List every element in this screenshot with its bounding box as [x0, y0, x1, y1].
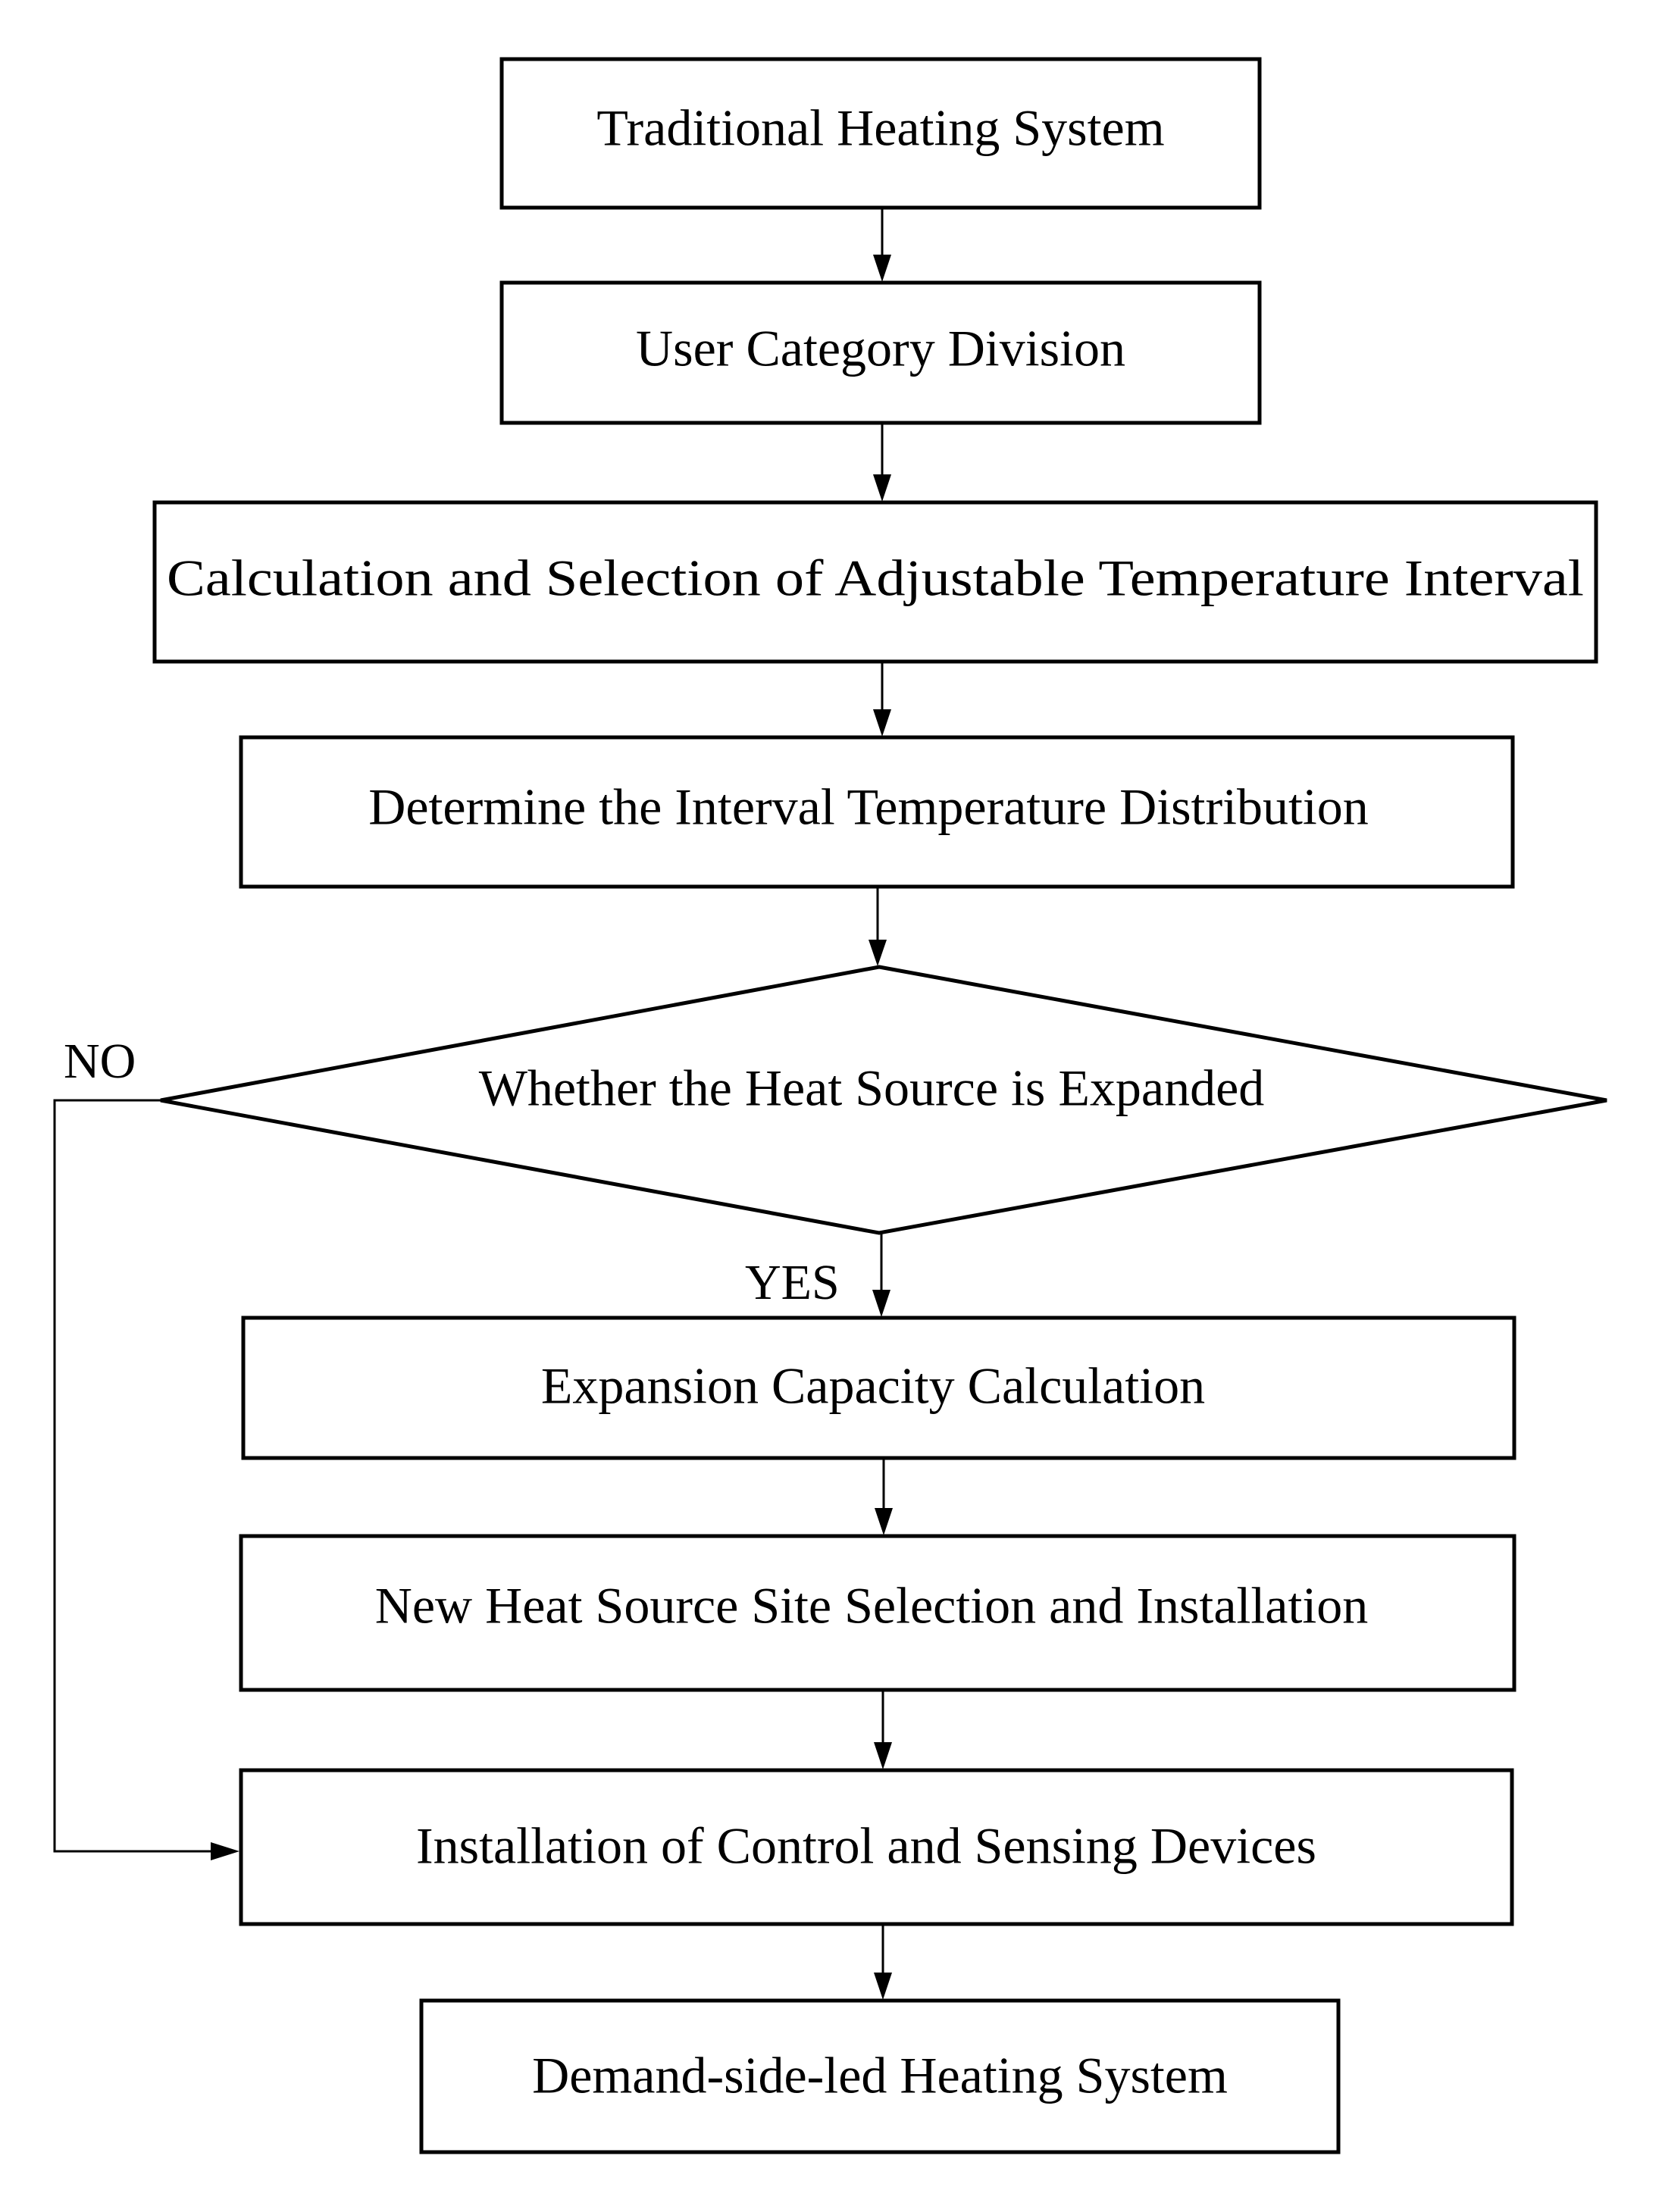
node-expansion-capacity-calculation: Expansion Capacity Calculation [241, 1316, 1516, 1460]
node-label-determine-interval-distribution: Determine the Interval Temperature Distr… [368, 778, 1369, 836]
connector-expansion-to-new-site [875, 1460, 893, 1535]
connector-new-site-to-installation [874, 1691, 892, 1769]
connector-traditional-to-user-category [873, 209, 891, 282]
connector-line [53, 1099, 214, 1853]
connector-user-category-to-calculation [873, 424, 891, 502]
node-user-category-division: User Category Division [499, 280, 1262, 425]
connector-determine-to-decision [869, 888, 887, 966]
node-label-calculation-selection-interval: Calculation and Selection of Adjustable … [167, 549, 1584, 607]
decision-diamond [160, 965, 1607, 1235]
node-installation-control-sensing: Installation of Control and Sensing Devi… [239, 1768, 1514, 1926]
connector-installation-to-demand-side [874, 1926, 892, 2000]
decision-label-heat-source-expanded: Whether the Heat Source is Expanded [479, 1059, 1265, 1117]
node-new-heat-source-site: New Heat Source Site Selection and Insta… [239, 1534, 1516, 1692]
arrow-head [211, 1842, 239, 1860]
node-box [241, 1316, 1516, 1460]
connector-decision-yes-to-expansion [872, 1234, 890, 1317]
node-calculation-selection-interval: Calculation and Selection of Adjustable … [152, 500, 1598, 664]
connector-calculation-to-determine [873, 663, 891, 737]
node-determine-interval-distribution: Determine the Interval Temperature Distr… [239, 735, 1515, 889]
node-label-expansion-capacity-calculation: Expansion Capacity Calculation [541, 1357, 1205, 1415]
arrow-head [872, 1290, 890, 1317]
branch-label-yes: YES [745, 1255, 840, 1310]
node-demand-side-heating: Demand-side-led Heating System [419, 1998, 1341, 2154]
arrow-head [873, 474, 891, 502]
node-label-new-heat-source-site: New Heat Source Site Selection and Insta… [375, 1577, 1369, 1635]
arrow-head [874, 1742, 892, 1769]
branch-label-no: NO [64, 1034, 136, 1089]
node-box [239, 735, 1515, 889]
node-label-installation-control-sensing: Installation of Control and Sensing Devi… [416, 1817, 1316, 1875]
arrow-head [873, 709, 891, 737]
node-box [152, 500, 1598, 664]
connector-decision-no-to-installation [53, 1099, 239, 1860]
node-box [419, 1998, 1341, 2154]
arrow-head [875, 1508, 893, 1535]
node-box [239, 1768, 1514, 1926]
node-label-traditional-heating-system: Traditional Heating System [596, 99, 1164, 157]
node-box [239, 1534, 1516, 1692]
node-box [499, 57, 1262, 210]
decision-heat-source-expanded: Whether the Heat Source is Expanded [160, 965, 1607, 1235]
node-label-user-category-division: User Category Division [636, 320, 1125, 377]
arrow-head [869, 940, 887, 966]
node-traditional-heating-system: Traditional Heating System [499, 57, 1262, 210]
arrow-head [873, 255, 891, 282]
node-box [499, 280, 1262, 425]
node-label-demand-side-heating: Demand-side-led Heating System [532, 2047, 1228, 2104]
arrow-head [874, 1973, 892, 2000]
